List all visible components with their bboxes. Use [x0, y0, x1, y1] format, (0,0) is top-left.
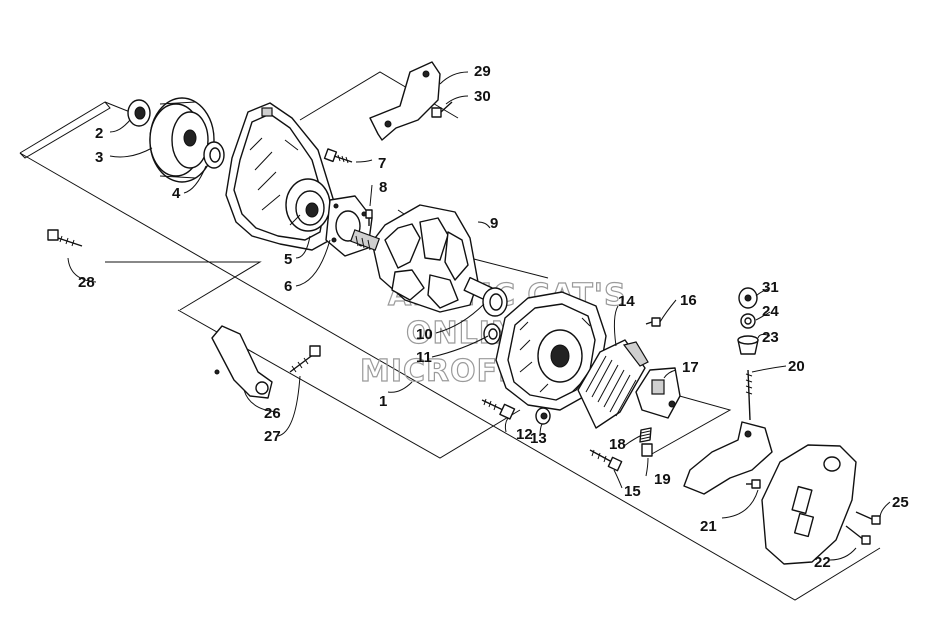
part-bolt-15[interactable] [589, 449, 623, 472]
callout-18: 18 [609, 436, 626, 453]
callout-3: 3 [95, 149, 103, 166]
part-rotor[interactable] [349, 204, 493, 313]
callout-20: 20 [788, 358, 805, 375]
callouts: 2 3 4 5 6 7 8 9 10 11 1 12 13 14 15 16 1… [78, 63, 909, 571]
callout-24: 24 [762, 303, 779, 320]
callout-25: 25 [892, 494, 909, 511]
callout-29: 29 [474, 63, 491, 80]
callout-6: 6 [284, 278, 292, 295]
callout-10: 10 [416, 326, 433, 343]
leader-lines [67, 71, 891, 561]
callout-17: 17 [682, 359, 699, 376]
part-spring[interactable] [639, 427, 652, 443]
part-terminal-nut[interactable] [738, 287, 758, 309]
part-nut[interactable] [127, 99, 151, 127]
callout-31: 31 [762, 279, 779, 296]
callout-13: 13 [530, 430, 547, 447]
callout-19: 19 [654, 471, 671, 488]
part-screw-7[interactable] [323, 148, 353, 164]
callout-11: 11 [416, 349, 432, 366]
callout-30: 30 [474, 88, 491, 105]
part-terminal-insulator[interactable] [737, 335, 759, 355]
part-terminal-plate[interactable] [683, 421, 773, 495]
callout-16: 16 [680, 292, 697, 309]
callout-2: 2 [95, 125, 103, 142]
callout-15: 15 [624, 483, 641, 500]
part-bolt-28[interactable] [47, 229, 83, 247]
part-upper-bracket[interactable] [369, 61, 441, 141]
callout-26: 26 [264, 405, 281, 422]
callout-7: 7 [378, 155, 386, 172]
part-race[interactable] [483, 323, 501, 345]
callout-5: 5 [284, 251, 292, 268]
part-rear-cover[interactable] [761, 444, 857, 565]
part-stator-end-frame[interactable] [495, 291, 607, 411]
part-regulator[interactable] [577, 339, 649, 429]
part-brush[interactable] [641, 443, 653, 457]
part-pulley[interactable] [149, 97, 215, 183]
part-drive-end-housing[interactable] [225, 102, 336, 251]
part-stud[interactable] [745, 369, 753, 421]
part-screw-16[interactable] [645, 317, 661, 327]
part-bearing[interactable] [482, 287, 508, 317]
part-bracket-bolt[interactable] [289, 345, 321, 373]
callout-27: 27 [264, 428, 281, 445]
callout-14: 14 [618, 293, 635, 310]
callout-21: 21 [700, 518, 717, 535]
callout-12: 12 [516, 426, 533, 443]
part-bolt-12[interactable] [481, 398, 516, 420]
part-screw-8[interactable] [365, 209, 373, 226]
part-bolt-22[interactable] [845, 525, 871, 545]
part-bolt-25[interactable] [855, 511, 881, 525]
part-nut-13[interactable] [535, 407, 551, 425]
callout-22: 22 [814, 554, 831, 571]
part-washer[interactable] [203, 141, 225, 169]
part-upper-bracket-bolt[interactable] [431, 101, 453, 118]
callout-4: 4 [172, 185, 181, 202]
callout-23: 23 [762, 329, 779, 346]
callout-9: 9 [490, 215, 498, 232]
part-brush-holder[interactable] [635, 367, 681, 419]
callout-28: 28 [78, 274, 95, 291]
callout-8: 8 [379, 179, 387, 196]
callout-1: 1 [379, 393, 387, 410]
part-terminal-washer[interactable] [740, 313, 756, 329]
part-lower-bracket[interactable] [211, 325, 273, 399]
